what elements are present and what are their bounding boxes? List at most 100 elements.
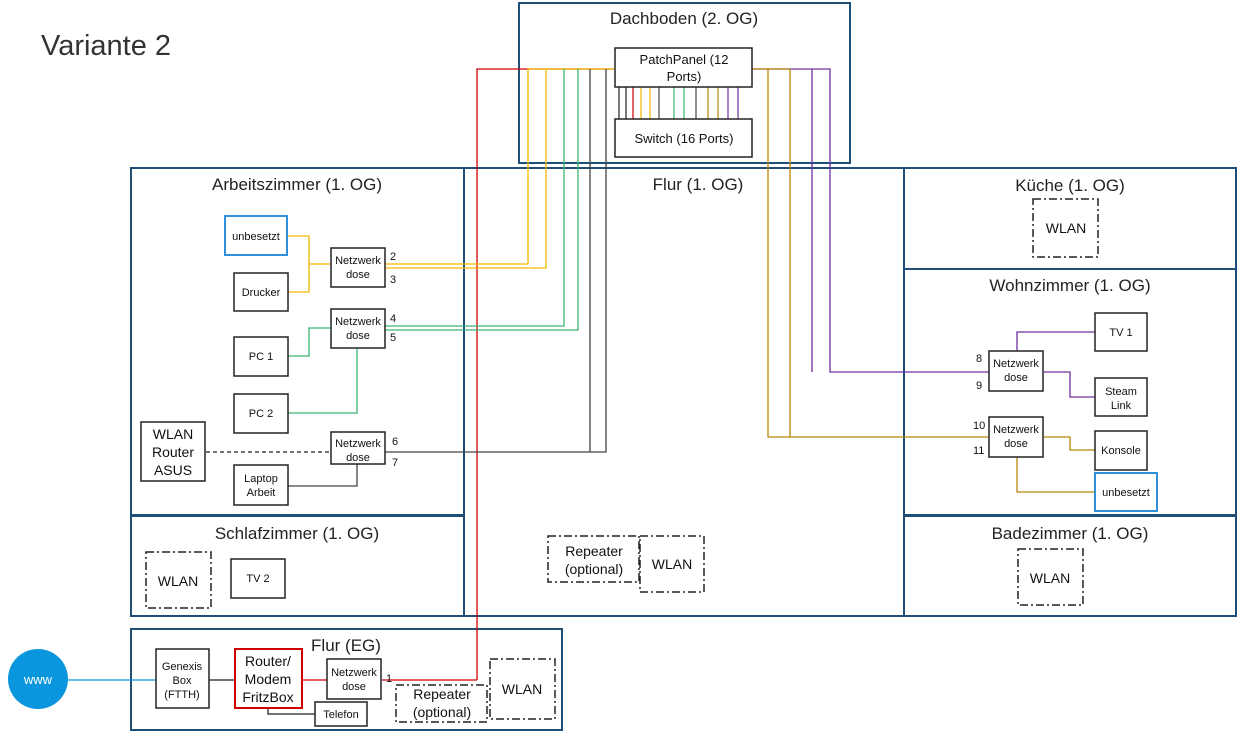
drucker [233, 272, 289, 312]
netzwerkdose-1 [326, 658, 382, 700]
wlan-flur-og-label: WLAN [652, 556, 692, 572]
port-label-11: 11 [973, 445, 984, 457]
cable-laptop-dose [288, 464, 358, 487]
pc2 [233, 393, 289, 434]
room-title-kueche: Küche (1. OG) [1015, 176, 1125, 195]
wlan-schlafzimmer-label: WLAN [158, 573, 198, 589]
wlan-schlafzimmer [145, 551, 212, 609]
pc1-label: PC 1 [249, 351, 273, 363]
netzwerkdose-8-9-label-1: Netzwerk [993, 358, 1039, 370]
pc1 [233, 336, 289, 377]
unbesetzt-wohnzimmer-label: unbesetzt [1102, 487, 1150, 499]
tv2-label: TV 2 [246, 573, 269, 585]
port-label-8: 8 [976, 353, 982, 365]
room-schlafzimmer [130, 515, 465, 617]
netzwerkdose-2-3 [330, 247, 386, 288]
tv1-label: TV 1 [1109, 327, 1132, 339]
netzwerkdose-6-7-label-1: Netzwerk [335, 438, 381, 450]
cable-port-6 [385, 69, 591, 453]
cable-port-11 [767, 69, 790, 438]
wlan-kueche [1032, 198, 1099, 258]
room-title-dachboden: Dachboden (2. OG) [610, 9, 758, 28]
cable-port-2 [385, 68, 614, 265]
patch-cables [618, 87, 739, 119]
router-label-3: FritzBox [242, 689, 293, 705]
netzwerkdose-10-11-label-2: dose [1004, 438, 1028, 450]
wlan-router-label-3: ASUS [154, 462, 192, 478]
repeater-flur-eg-label-1: Repeater [413, 686, 471, 702]
cable-router-telefon [267, 709, 315, 715]
genexis-box [155, 648, 210, 709]
laptop-arbeit [233, 464, 289, 506]
netzwerkdose-4-5-label-1: Netzwerk [335, 316, 381, 328]
room-badezimmer [903, 515, 1237, 617]
steam-link-label-2: Link [1111, 400, 1132, 412]
patchpanel-label-1: PatchPanel (12 [640, 52, 729, 67]
netzwerkdose-1-label-1: Netzwerk [331, 667, 377, 679]
port-label-9: 9 [976, 380, 982, 392]
wlan-badezimmer-label: WLAN [1030, 570, 1070, 586]
unbesetzt-wohnzimmer [1094, 472, 1158, 512]
page-title: Variante 2 [41, 30, 171, 62]
port-label-4: 4 [390, 313, 396, 325]
wlan-flur-og [639, 535, 705, 593]
room-title-schlafzimmer: Schlafzimmer (1. OG) [215, 524, 379, 543]
netzwerkdose-10-11-label-1: Netzwerk [993, 424, 1039, 436]
room-title-arbeitszimmer: Arbeitszimmer (1. OG) [212, 175, 382, 194]
laptop-label-2: Arbeit [247, 487, 276, 499]
port-label-6: 6 [392, 436, 398, 448]
room-title-badezimmer: Badezimmer (1. OG) [992, 524, 1149, 543]
port-label-10: 10 [973, 420, 985, 432]
repeater-flur-eg [395, 684, 488, 723]
netzwerkdose-10-11 [988, 416, 1044, 458]
cable-port-4 [385, 69, 565, 327]
port-label-2: 2 [390, 251, 396, 263]
cable-tv1 [1016, 331, 1095, 352]
tv2 [230, 558, 286, 599]
wlan-badezimmer [1017, 548, 1084, 606]
cable-pc2-dose [288, 349, 358, 414]
www-globe-icon [8, 649, 68, 709]
room-title-wohnzimmer: Wohnzimmer (1. OG) [989, 276, 1150, 295]
cable-port-10 [752, 68, 989, 438]
port-label-1: 1 [386, 673, 392, 685]
cable-unbesetzt-wz [1016, 457, 1095, 493]
router-label-2: Modem [245, 671, 292, 687]
repeater-flur-og-label-2: (optional) [565, 561, 623, 577]
netzwerkdose-4-5-label-2: dose [346, 330, 370, 342]
switch [614, 118, 753, 158]
room-title-flur-eg: Flur (EG) [311, 636, 381, 655]
wlan-router-asus [140, 421, 206, 482]
pc2-label: PC 2 [249, 408, 273, 420]
genexis-label-2: Box [173, 675, 192, 687]
unbesetzt-arbeitszimmer-label: unbesetzt [232, 231, 280, 243]
router-modem-fritzbox [234, 648, 303, 709]
genexis-label-1: Genexis [162, 661, 203, 673]
telefon-label: Telefon [323, 709, 358, 721]
cable-unbesetzt-drucker [288, 235, 310, 293]
wlan-router-label-1: WLAN [153, 426, 193, 442]
wlan-flur-eg [489, 658, 556, 720]
wlan-router-label-2: Router [152, 444, 194, 460]
port-label-3: 3 [390, 274, 396, 286]
konsole [1094, 430, 1148, 471]
unbesetzt-arbeitszimmer [224, 215, 288, 256]
laptop-label-1: Laptop [244, 473, 278, 485]
cable-port-7 [590, 69, 607, 453]
cable-steam-link [1044, 371, 1095, 398]
wlan-flur-eg-label: WLAN [502, 681, 542, 697]
room-title-flur-og: Flur (1. OG) [653, 175, 744, 194]
repeater-flur-og-label-1: Repeater [565, 543, 623, 559]
netzwerkdose-4-5 [330, 308, 386, 349]
netzwerkdose-2-3-label-2: dose [346, 269, 370, 281]
drucker-label: Drucker [242, 287, 281, 299]
patchpanel-label-2: Ports) [667, 69, 702, 84]
netzwerkdose-6-7-label-2: dose [346, 452, 370, 464]
port-label-5: 5 [390, 332, 396, 344]
cable-pc1-dose [288, 327, 330, 357]
konsole-label: Konsole [1101, 445, 1141, 457]
steam-link-label-1: Steam [1105, 386, 1137, 398]
steam-link [1094, 377, 1148, 417]
repeater-flur-og [547, 535, 640, 583]
